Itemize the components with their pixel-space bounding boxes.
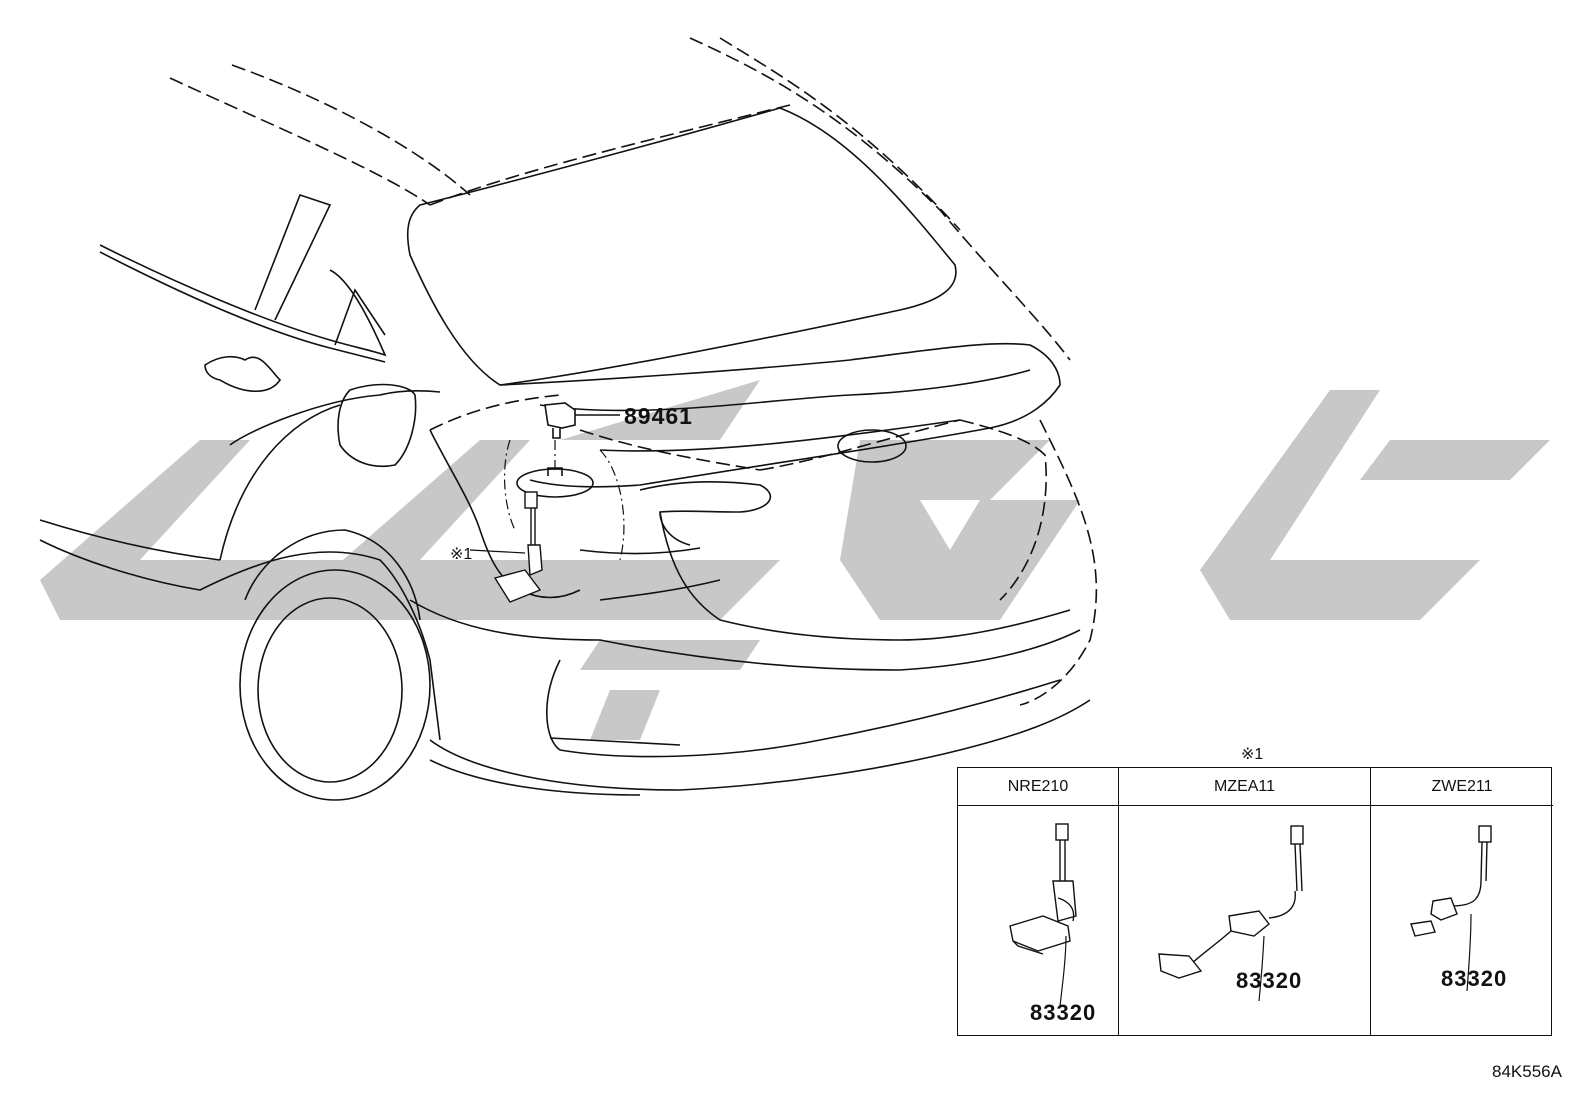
diagram-code: 84K556A — [1492, 1062, 1562, 1081]
leader-lines — [503, 439, 625, 561]
vehicle-outline — [169, 37, 1098, 706]
inset-column-nre210: NRE210 83320 — [958, 768, 1119, 1035]
inset-column-header: ZWE211 — [1371, 768, 1553, 806]
harness-main-icon — [469, 491, 543, 603]
callout-89461: 89461 — [624, 403, 693, 429]
callout-note-marker: ※1 — [450, 546, 473, 563]
variant-inset-table: NRE210 83320 MZEA11 83320 ZWE211 — [957, 767, 1553, 1036]
inset-marker: ※1 — [1241, 746, 1264, 763]
inset-column-header: MZEA11 — [1119, 768, 1370, 806]
inset-column-header: NRE210 — [958, 768, 1118, 806]
inset-part-number: 83320 — [1030, 1000, 1097, 1025]
vehicle-body — [39, 107, 1091, 801]
inset-part-number: 83320 — [1441, 966, 1508, 991]
inset-column-zwe211: ZWE211 83320 — [1371, 768, 1553, 1035]
inset-column-mzea11: MZEA11 83320 — [1119, 768, 1371, 1035]
watermark-logo — [40, 380, 1550, 740]
harness-mzea11-icon — [1158, 825, 1304, 1002]
harness-zwe211-icon — [1410, 825, 1492, 992]
harness-nre210-icon — [1009, 823, 1077, 1007]
sensor-89461-icon — [544, 402, 620, 439]
inset-part-number: 83320 — [1236, 968, 1303, 993]
